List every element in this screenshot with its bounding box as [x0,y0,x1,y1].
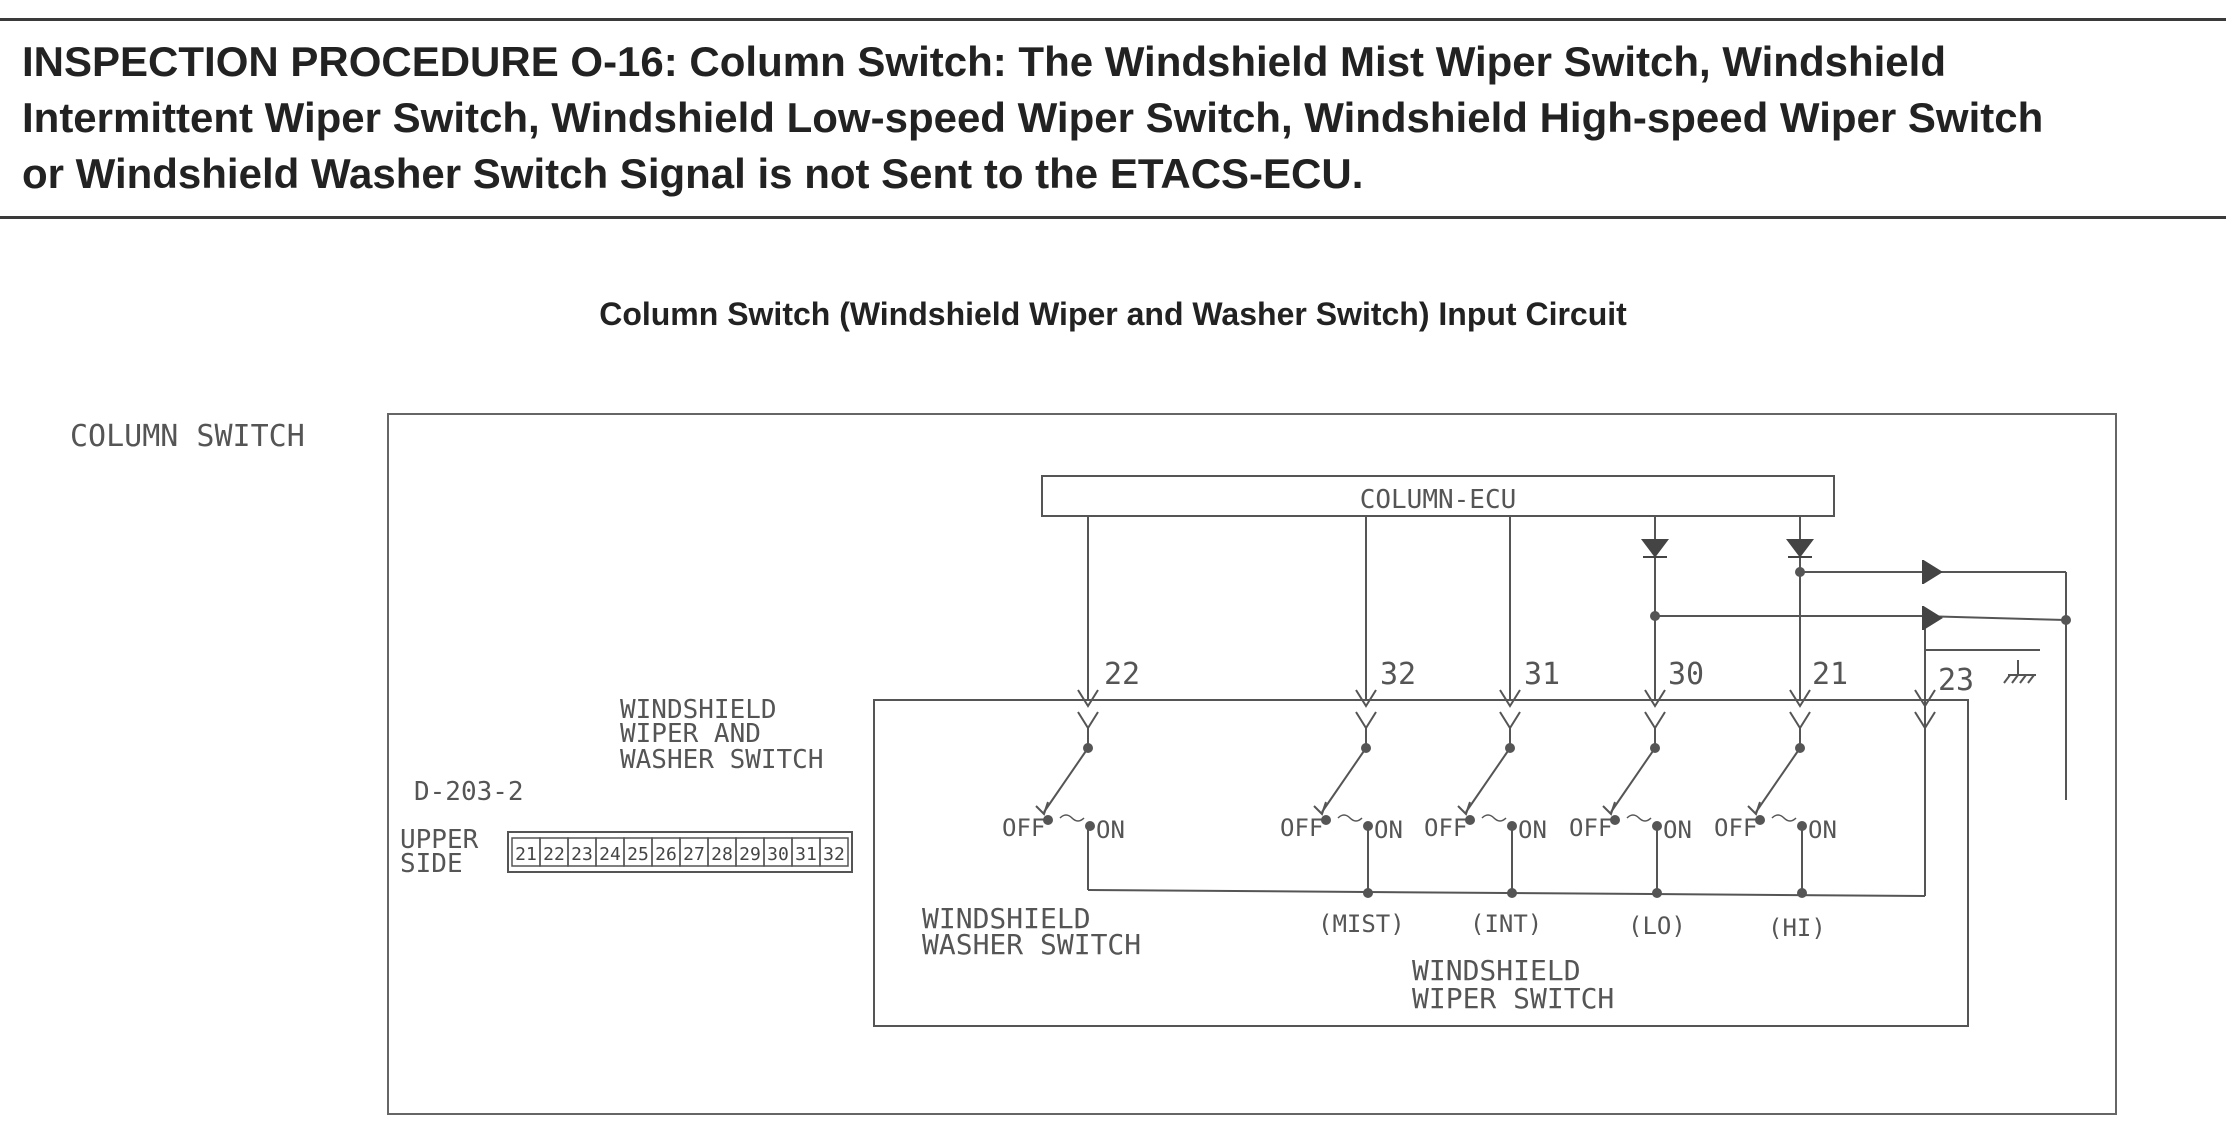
ground-symbol [2003,660,2036,684]
column-switch-label: COLUMN SWITCH [70,419,305,454]
terminal-arrow [1499,711,1521,730]
connector-id: D-203-2 [414,777,524,807]
connector-pin-label: 29 [739,844,761,865]
washer-label-1: WINDSHIELD [922,902,1091,935]
terminal-arrow [1499,689,1521,708]
switch-on-label: ON [1374,816,1403,844]
switch-assembly-label-1: WINDSHIELD [620,695,777,725]
switch-on-label: ON [1096,816,1125,844]
terminal-label-23: 23 [1938,663,1974,698]
connector-side-1: UPPER [400,825,479,855]
ecu-diodes [1641,539,1943,630]
connector-pin-label: 21 [515,844,537,865]
title-line-2: Intermittent Wiper Switch, Windshield Lo… [22,94,2044,141]
connector-pin-cell [819,837,849,867]
terminal-arrows [1077,689,1936,730]
switch-contact: OFF ON [1569,728,1692,898]
connector-pin-label: 22 [543,844,565,865]
diagram-title: Column Switch (Windshield Wiper and Wash… [599,296,1627,332]
connector-pin-label: 27 [683,844,705,865]
column-ecu-label: COLUMN-ECU [1360,485,1517,515]
switch-contact: OFF ON [1002,728,1125,844]
switch-on-label: ON [1518,816,1547,844]
junction-dots [1650,567,2071,625]
switch-assembly-label-3: WASHER SWITCH [620,745,824,775]
switch-off-label: OFF [1280,814,1323,842]
terminal-arrow [1644,711,1666,730]
terminal-label-32: 32 [1380,657,1416,692]
mode-label-lo: (LO) [1628,912,1686,940]
switch-on-label: ON [1663,816,1692,844]
switch-assembly-box [873,699,1969,1027]
terminal-arrow [1355,711,1377,730]
page-title: INSPECTION PROCEDURE O-16: Column Switch… [22,34,2212,202]
switch-contact: OFF ON [1280,728,1403,898]
connector-outline [507,831,853,873]
connector-pin-label: 25 [627,844,649,865]
title-line-1: INSPECTION PROCEDURE O-16: Column Switch… [22,38,1946,85]
column-switch-box [387,413,2117,1115]
connector-side-2: SIDE [400,849,463,879]
terminal-arrow [1644,689,1666,708]
connector-pins: 21 22 23 24 25 26 27 28 29 30 31 32 [511,837,849,867]
ecu-wires [1087,516,2067,800]
switch-off-label: OFF [1714,814,1757,842]
wiper-label-2: WIPER SWITCH [1412,982,1614,1015]
connector-pin-label: 31 [795,844,817,865]
switch-contact: OFF ON [1424,728,1547,898]
column-ecu-box [1041,475,1835,517]
terminal-arrow [1077,689,1099,708]
connector-pin-label: 23 [571,844,593,865]
connector-pin-label: 30 [767,844,789,865]
switch-contact: OFF ON [1714,728,1837,898]
terminal-label-30: 30 [1668,657,1704,692]
terminal-arrow [1355,689,1377,708]
terminal-label-31: 31 [1524,657,1560,692]
washer-label-2: WASHER SWITCH [922,928,1141,961]
terminal-arrow [1789,689,1811,708]
terminal-arrow [1789,711,1811,730]
header-rule-top [0,18,2226,21]
switch-on-label: ON [1808,816,1837,844]
mode-label-mist: (MIST) [1318,910,1405,938]
header-rule-bottom [0,216,2226,219]
terminal-label-22: 22 [1104,657,1140,692]
connector-pin-label: 24 [599,844,621,865]
mode-label-hi: (HI) [1768,914,1826,942]
terminal-label-21: 21 [1812,657,1848,692]
switches: OFF ON OFF ON OFF ON OFF ON OFF ON [1002,728,1837,898]
mode-label-int: (INT) [1470,910,1542,938]
switch-assembly-label-2: WIPER AND [620,719,761,749]
switch-off-label: OFF [1424,814,1467,842]
connector-pin-label: 26 [655,844,677,865]
connector-pin-label: 28 [711,844,733,865]
title-line-3: or Windshield Washer Switch Signal is no… [22,150,1364,197]
switch-off-label: OFF [1002,814,1045,842]
connector-pin-label: 32 [823,844,845,865]
terminal-arrow [1077,711,1099,730]
wiper-label-1: WINDSHIELD [1412,954,1581,987]
common-bus [1087,700,1926,897]
switch-off-label: OFF [1569,814,1612,842]
